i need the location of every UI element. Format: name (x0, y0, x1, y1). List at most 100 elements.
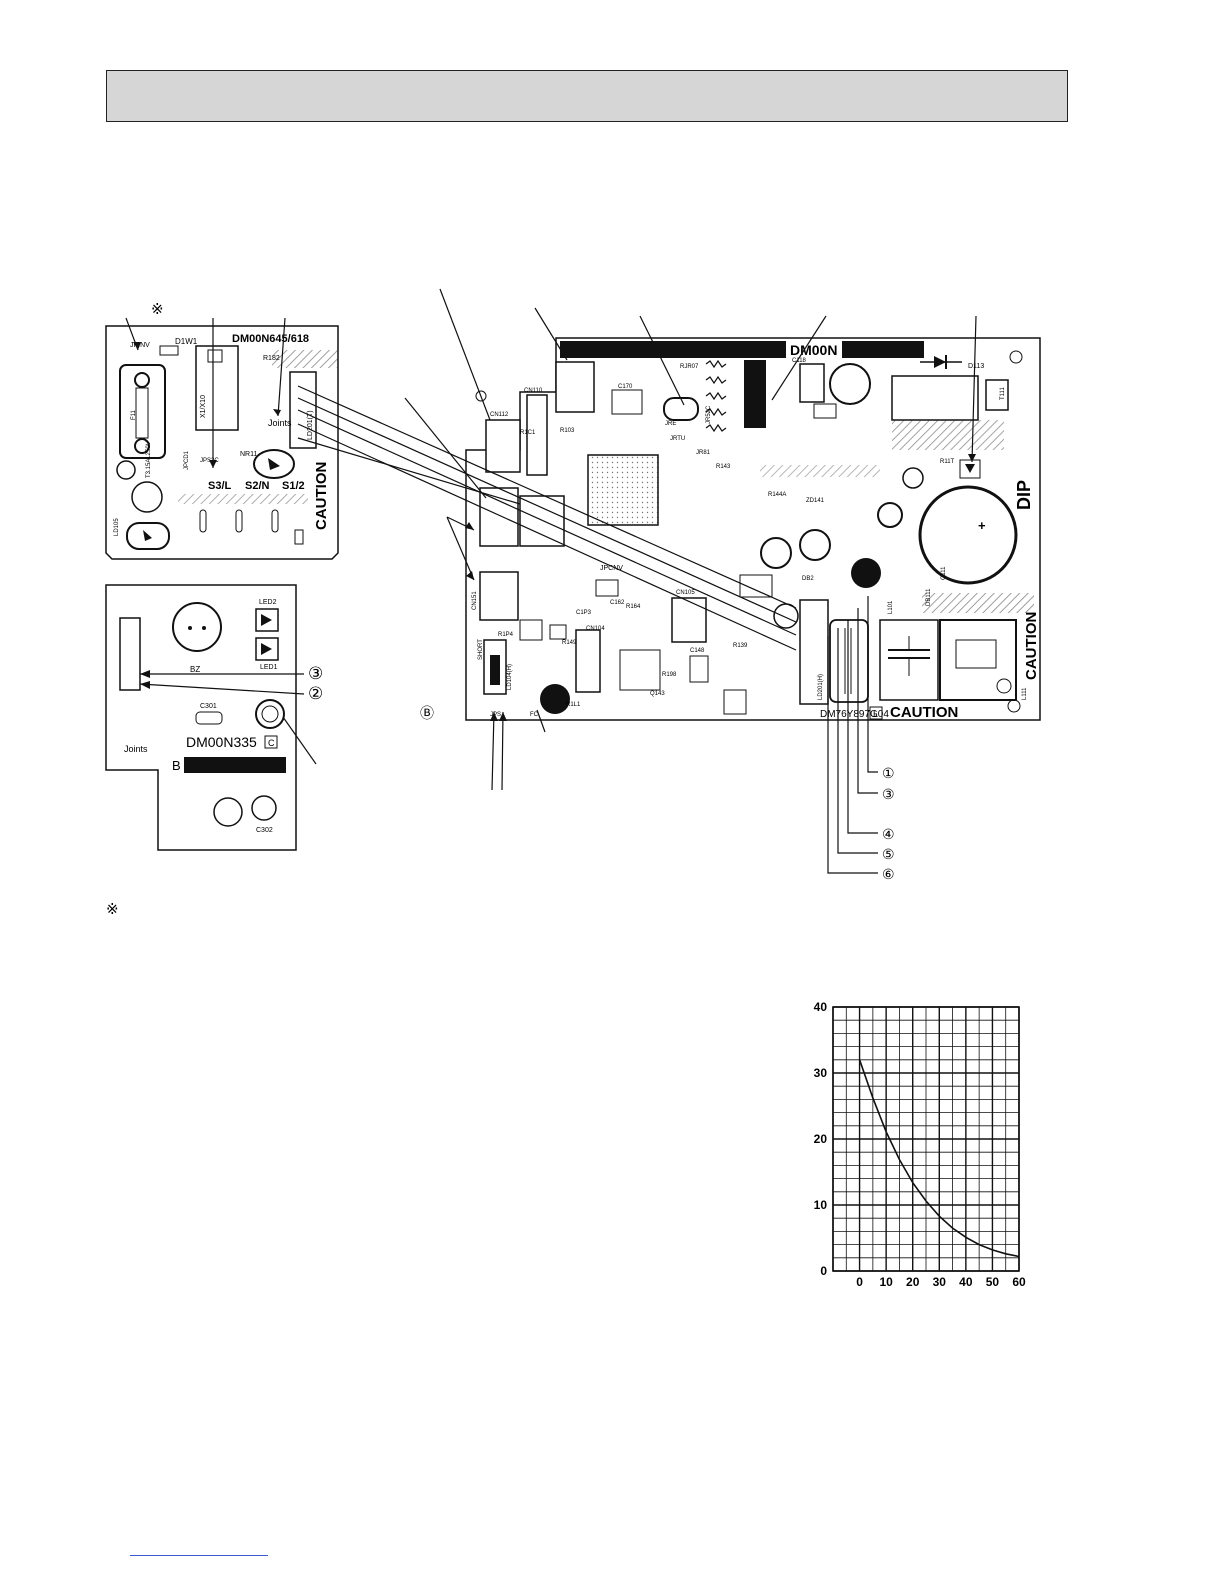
label-r164: R149 (562, 640, 577, 646)
connector-cn151 (479, 571, 519, 621)
connector-ld201 (289, 371, 317, 449)
terminal-s2n: S2/N (245, 480, 270, 492)
main-board-part-no: DM00N (790, 342, 837, 358)
label-jpinv: JPINV (130, 342, 150, 349)
leader-lines (125, 288, 977, 791)
label-r182: R182 (263, 355, 280, 362)
small-board-caution: CAUTION (313, 462, 330, 530)
main-control-board: DM00N (465, 337, 1041, 882)
label-jrtu: JRTU (670, 436, 685, 442)
small-board-part-no: DM00N645/618 (232, 333, 309, 345)
label-d113: D113 (968, 363, 984, 370)
label-joints-small: Joints (268, 418, 292, 428)
label-jre: JRE (665, 421, 676, 427)
label-f11: F11 (131, 409, 137, 420)
pointer-5: ⑤ (882, 846, 895, 862)
label-c1p3: C1P3 (576, 610, 592, 616)
buzzer (172, 602, 222, 652)
label-r1p4: R1P4 (498, 632, 514, 638)
label-r11t: R11T (940, 459, 955, 465)
connector-cn105 (671, 597, 707, 643)
label-r147: R164 (626, 604, 641, 610)
label-cn105: CN105 (676, 590, 695, 596)
label-jr81: JR81 (696, 450, 711, 456)
label-l111: L111 (1022, 687, 1028, 700)
small-power-board: D1W1 JPINV X1/X10 DM00N645/618 LD201(T) … (105, 325, 339, 560)
capacitor-8a (131, 481, 163, 513)
chart-series-line (858, 1059, 1020, 1258)
label-r103: R103 (560, 428, 575, 434)
label-d1w1: D1W1 (175, 337, 198, 346)
capacitor-c119 (829, 363, 871, 405)
connector-cn1w (119, 617, 141, 691)
label-db2: DB2 (802, 576, 814, 582)
x-tick-label: 60 (1012, 1275, 1026, 1289)
label-ld201h: LD201(H) (818, 674, 824, 700)
x-tick-label: 0 (856, 1275, 863, 1289)
label-q143: Q143 (650, 691, 665, 697)
terminal-s3l: S3/L (208, 480, 232, 492)
y-tick-label: 40 (814, 1000, 828, 1014)
label-jps: JPS (490, 712, 501, 718)
main-board-bottom-rev: L (873, 709, 878, 719)
connector-cn110 (526, 394, 548, 476)
label-c170: C170 (618, 384, 633, 390)
label-nr11: NR11 (240, 451, 257, 458)
label-fc: FC (530, 712, 539, 718)
led-board-rev: C (268, 738, 275, 748)
label-x1-x10: X1/X10 (200, 395, 207, 418)
main-board-caution-bottom: CAUTION (890, 704, 958, 721)
x-tick-label: 10 (879, 1275, 893, 1289)
label-cn112: CN112 (490, 412, 509, 418)
label-cn110: CN110 (524, 388, 543, 394)
label-short: SHORT (478, 639, 484, 660)
label-r139: R139 (733, 643, 748, 649)
footer-link-underline (130, 1555, 268, 1556)
label-r198: R198 (662, 672, 677, 678)
label-ld104h: LD104(H) (507, 664, 513, 690)
label-c302: C302 (256, 827, 273, 834)
label-t315: T3.15AL250V (146, 441, 152, 478)
label-r143: R143 (716, 464, 731, 470)
label-db111: DB111 (926, 588, 932, 606)
pointer-4: ④ (882, 826, 895, 842)
label-ld105: LD105 (114, 518, 120, 536)
microcontroller (587, 454, 659, 526)
label-bz: BZ (190, 665, 200, 674)
led-board-b-mark: B (172, 758, 181, 773)
x-tick-label: 50 (986, 1275, 1000, 1289)
asterisk-mark: ※ (151, 301, 164, 318)
fuse-holder (119, 364, 166, 459)
y-tick-label: 30 (814, 1066, 828, 1080)
label-jpcnv: JPCNV (600, 565, 623, 572)
x-tick-label: 30 (933, 1275, 947, 1289)
label-r144a: R144A (768, 492, 786, 498)
label-zd141: ZD141 (806, 498, 825, 504)
label-jpcd1: JPCD1 (184, 450, 190, 470)
label-led2: LED2 (259, 599, 277, 606)
dip-label: DIP (1014, 480, 1034, 510)
main-board-bottom-no: DM76Y897G04 (820, 709, 889, 720)
pointer-3: ③ (882, 786, 895, 802)
chart-grid (832, 1006, 1020, 1272)
connector-cn104 (575, 629, 601, 693)
pointer-2-led: ② (308, 684, 323, 703)
label-joints-led: Joints (124, 744, 148, 754)
y-tick-label: 10 (814, 1198, 828, 1212)
label-c301: C301 (200, 703, 217, 710)
label-cn104: CN104 (586, 626, 605, 632)
label-ld201: LD201(T) (307, 410, 314, 440)
pointer-3-led: ③ (308, 664, 323, 683)
led-board-part-no: DM00N335 (186, 734, 257, 750)
led-board-blackout (184, 757, 286, 773)
label-t111: T111 (1000, 387, 1006, 400)
main-board-caution-side: CAUTION (1023, 612, 1040, 680)
circle-b-mark: Ⓑ (420, 705, 434, 721)
label-c148: C148 (690, 648, 705, 654)
label-c118: C118 (792, 358, 807, 364)
pointer-1: ① (882, 765, 895, 781)
label-cn151: CN151 (472, 591, 478, 610)
x-tick-label: 20 (906, 1275, 920, 1289)
y-tick-label: 20 (814, 1132, 828, 1146)
